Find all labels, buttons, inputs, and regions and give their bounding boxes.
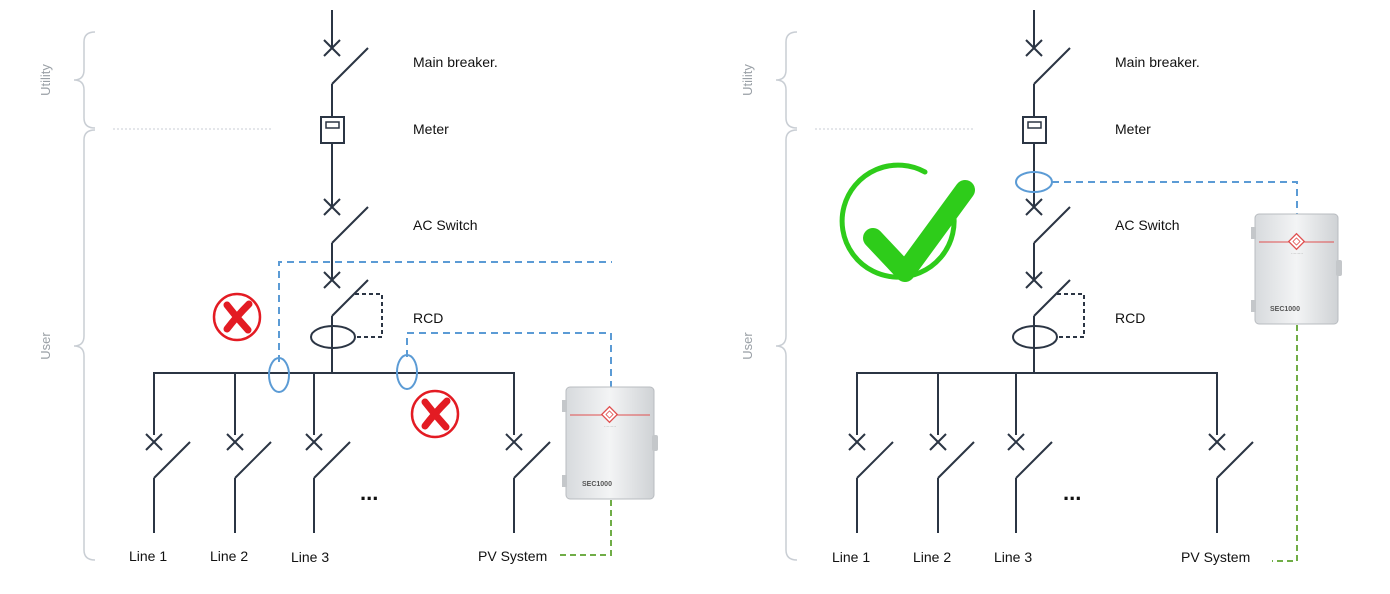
- ellipsis: ...: [360, 480, 378, 505]
- rcd-label: RCD: [1115, 310, 1145, 326]
- branch-breakers: [848, 373, 1254, 533]
- pv-system-label: PV System: [478, 548, 547, 564]
- ellipsis: ...: [1063, 480, 1081, 505]
- svg-text:·········: ·········: [604, 424, 616, 429]
- ct-wiring: [1052, 181, 1298, 215]
- ct-wiring: [278, 261, 612, 387]
- main-breaker-symbol: [1025, 39, 1071, 85]
- utility-label: Utility: [740, 64, 755, 96]
- line-3-label: Line 3: [291, 549, 329, 565]
- utility-label: Utility: [38, 64, 53, 96]
- ac-switch-label: AC Switch: [1115, 217, 1180, 233]
- line-2-label: Line 2: [210, 548, 248, 564]
- main-breaker-label: Main breaker.: [1115, 54, 1200, 70]
- ac-switch-symbol: [1025, 198, 1071, 244]
- device-model-label: SEC1000: [582, 481, 612, 488]
- utility-brace: [775, 31, 798, 129]
- line-1-label: Line 1: [129, 548, 167, 564]
- ac-switch-label: AC Switch: [413, 217, 478, 233]
- rcd-symbol: [1012, 271, 1085, 349]
- ac-switch-symbol: [323, 198, 369, 244]
- pv-comm-wiring: [560, 500, 612, 556]
- utility-brace: [73, 31, 96, 129]
- meter-label: Meter: [413, 121, 449, 137]
- svg-text:·········: ·········: [1291, 251, 1303, 256]
- main-breaker-symbol: [323, 39, 369, 85]
- device-model-label: SEC1000: [1270, 306, 1300, 313]
- main-breaker-label: Main breaker.: [413, 54, 498, 70]
- ct-clamp-1: [268, 357, 290, 393]
- rcd-symbol: [310, 271, 383, 349]
- check-mark-icon: [839, 162, 975, 282]
- sec1000-device: ········· SEC1000: [1251, 213, 1342, 325]
- rcd-label: RCD: [413, 310, 443, 326]
- line-1-label: Line 1: [832, 549, 870, 565]
- user-brace: [73, 129, 96, 561]
- right-panel: Utility User: [740, 10, 1342, 565]
- user-label: User: [38, 332, 53, 360]
- wrong-mark-icon: [212, 292, 262, 342]
- ct-clamp-2: [396, 354, 418, 390]
- pv-system-label: PV System: [1181, 549, 1250, 565]
- meter-symbol: [1022, 116, 1047, 144]
- branch-breakers: [145, 373, 551, 533]
- sec1000-device: ········· SEC1000: [562, 386, 658, 500]
- meter-label: Meter: [1115, 121, 1151, 137]
- pv-comm-wiring: [1272, 325, 1298, 562]
- wrong-mark-icon: [410, 389, 460, 439]
- ct-clamp: [1015, 171, 1053, 193]
- line-3-label: Line 3: [994, 549, 1032, 565]
- meter-symbol: [320, 116, 345, 144]
- line-2-label: Line 2: [913, 549, 951, 565]
- user-brace: [775, 129, 798, 561]
- left-panel: Utility User: [38, 10, 658, 565]
- user-label: User: [740, 332, 755, 360]
